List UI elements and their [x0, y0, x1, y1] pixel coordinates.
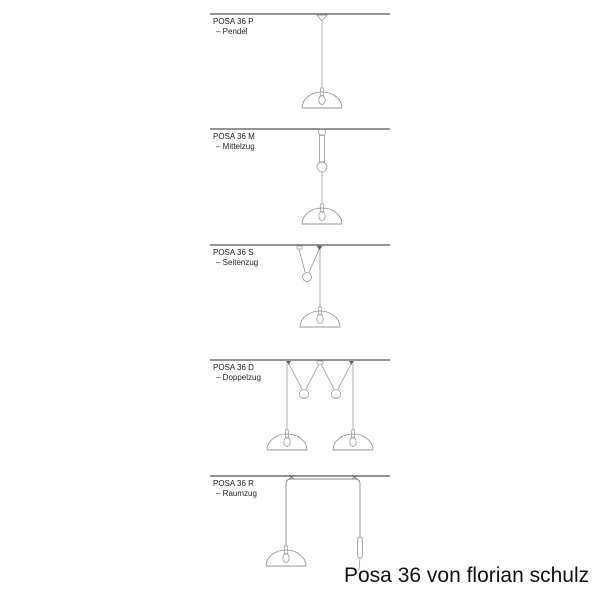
- variant-subtitle: – Pendel: [216, 27, 248, 36]
- variant-label-seitenzug: POSA 36 S – Seitenzug: [213, 248, 258, 268]
- variant-name: POSA 36 P: [213, 17, 254, 26]
- variant-label-mittelzug: POSA 36 M – Mittelzug: [213, 132, 255, 152]
- variant-name: POSA 36 D: [213, 363, 254, 372]
- variant-name: POSA 36 R: [213, 479, 254, 488]
- anchor-icon: [349, 361, 354, 365]
- pulley-icon: [318, 128, 326, 136]
- variant-label-raumzug: POSA 36 R – Raumzug: [213, 479, 257, 499]
- hook-icon: [288, 474, 295, 480]
- variant-subtitle: – Mittelzug: [216, 142, 255, 151]
- cord: [358, 557, 361, 571]
- pulley-icon: [302, 272, 312, 282]
- variant-doppelzug-drawing: [210, 359, 390, 451]
- variant-subtitle: – Raumzug: [216, 489, 257, 498]
- variant-name: POSA 36 S: [213, 248, 254, 257]
- lamp-shade-icon: [299, 306, 341, 328]
- lamp-shade-icon: [301, 203, 343, 225]
- pulley-icon: [316, 161, 328, 173]
- pulley-icon: [299, 389, 309, 399]
- counterweight-rod: [319, 134, 325, 163]
- lamp-shade-icon: [266, 429, 308, 451]
- anchor-icon: [316, 360, 324, 365]
- variant-raumzug-drawing: [210, 474, 390, 571]
- anchor-icon: [286, 361, 291, 365]
- variant-pendel-drawing: [210, 13, 390, 109]
- canopy-icon: [316, 14, 328, 22]
- handle-icon: [357, 536, 363, 559]
- anchor-icon: [296, 245, 303, 250]
- variant-seitenzug-drawing: [210, 244, 390, 328]
- variant-name: POSA 36 M: [213, 132, 255, 141]
- lamp-shade-icon: [265, 545, 307, 567]
- hook-icon: [351, 474, 358, 480]
- variant-subtitle: – Seitenzug: [216, 258, 259, 267]
- anchor-icon: [316, 245, 323, 251]
- cord: [285, 478, 361, 546]
- lamp-shade-icon: [301, 87, 343, 109]
- variant-label-pendel: POSA 36 P – Pendel: [213, 17, 253, 37]
- variant-subtitle: – Doppelzug: [216, 373, 261, 382]
- variant-mittelzug-drawing: [210, 128, 390, 225]
- caption: Posa 36 von florian schulz: [344, 564, 590, 587]
- variant-label-doppelzug: POSA 36 D – Doppelzug: [213, 363, 261, 383]
- pulley-icon: [331, 389, 341, 399]
- lamp-shade-icon: [332, 429, 374, 451]
